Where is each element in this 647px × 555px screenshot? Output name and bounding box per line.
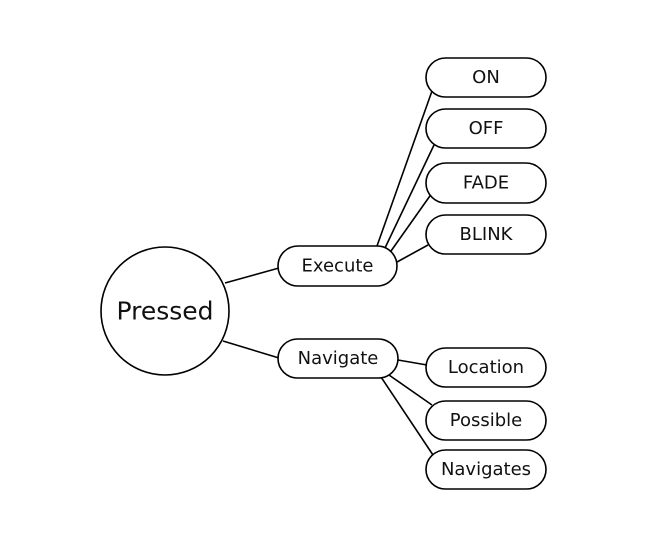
- branch-node-navigate-label: Navigate: [298, 348, 379, 369]
- leaf-node-location-box: [425, 347, 547, 388]
- branch-node-execute-label: Execute: [302, 256, 374, 277]
- edge-execute-on: [376, 90, 433, 247]
- leaf-node-possible-box: [425, 400, 547, 441]
- edge-root-execute: [224, 267, 280, 284]
- branch-node-execute: Execute: [277, 245, 398, 287]
- branch-node-navigate: Navigate: [277, 338, 399, 379]
- edge-execute-off: [384, 144, 435, 249]
- leaf-node-off-box: [425, 108, 547, 149]
- leaf-node-blink-box: [425, 214, 547, 255]
- edge-navigate-navigates: [380, 376, 436, 459]
- leaf-node-fade: FADE: [425, 162, 547, 204]
- leaf-node-off-label: OFF: [469, 118, 504, 139]
- leaf-node-navigates-box: [425, 449, 547, 490]
- leaf-node-fade-label: FADE: [463, 173, 509, 194]
- edge-root-navigate: [222, 340, 280, 359]
- root-node: Pressed: [100, 246, 230, 376]
- leaf-node-off: OFF: [425, 108, 547, 149]
- edge-execute-blink: [396, 244, 429, 263]
- leaf-node-on-label: ON: [472, 67, 500, 88]
- leaf-node-navigates-label: Navigates: [441, 459, 531, 480]
- leaf-node-possible: Possible: [425, 400, 547, 441]
- leaf-node-fade-box: [425, 162, 547, 204]
- leaf-node-on-box: [425, 57, 547, 98]
- leaf-node-on: ON: [425, 57, 547, 98]
- leaf-node-blink: BLINK: [425, 214, 547, 255]
- leaf-node-location-label: Location: [448, 357, 524, 378]
- edge-navigate-possible: [388, 374, 433, 406]
- edge-navigate-location: [397, 359, 428, 366]
- leaf-node-location: Location: [425, 347, 547, 388]
- branch-node-execute-box: [277, 245, 398, 287]
- branch-node-navigate-box: [277, 338, 399, 379]
- leaf-node-blink-label: BLINK: [460, 224, 514, 245]
- edge-execute-fade: [390, 192, 433, 252]
- leaf-node-navigates: Navigates: [425, 449, 547, 490]
- leaf-node-possible-label: Possible: [450, 410, 522, 431]
- root-node-circle: [100, 246, 230, 376]
- root-node-label: Pressed: [116, 297, 213, 326]
